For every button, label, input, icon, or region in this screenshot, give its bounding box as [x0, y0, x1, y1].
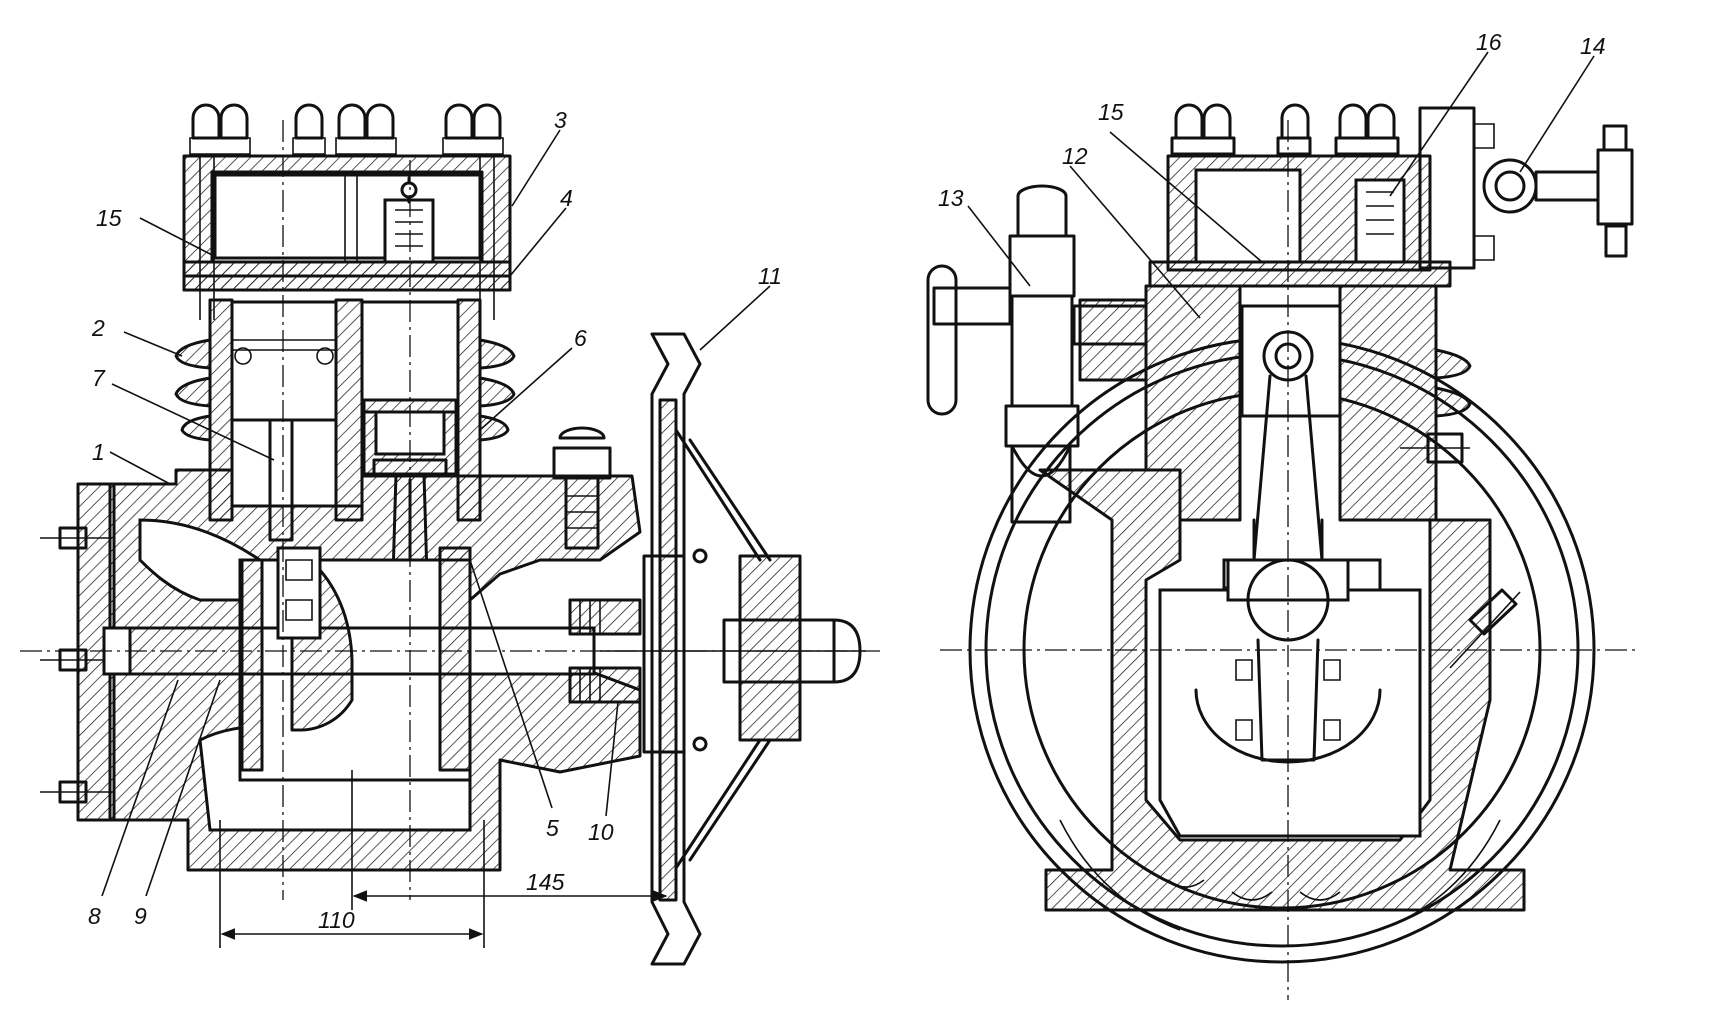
label-15-left: 15	[96, 205, 122, 231]
dimension-110-text: 110	[318, 907, 355, 933]
head-cap-nuts-right	[1170, 103, 1400, 156]
head-cap-nuts	[189, 103, 504, 155]
centre-lines	[20, 120, 880, 900]
cooling-fins	[174, 338, 516, 442]
label-11: 11	[758, 263, 782, 289]
label-7: 7	[92, 365, 106, 391]
v-belt-pulley	[600, 332, 866, 966]
valve-assembly	[344, 171, 435, 264]
centre-lines-right	[940, 120, 1640, 1000]
label-13: 13	[938, 185, 964, 211]
transverse-section-view: 13 12 15 16 14	[926, 29, 1640, 1000]
cooling-fins-right	[1434, 348, 1472, 418]
service-valve-14	[1418, 106, 1634, 270]
label-3: 3	[554, 107, 567, 133]
label-16: 16	[1476, 29, 1502, 55]
label-15-right: 15	[1098, 99, 1124, 125]
dimension-145-text: 145	[526, 869, 565, 895]
label-10: 10	[588, 819, 614, 845]
mount-bolt-right	[1400, 432, 1470, 464]
leader-lines-left	[101, 129, 771, 897]
label-4: 4	[560, 185, 573, 211]
label-2: 2	[91, 315, 105, 341]
longitudinal-section-view: 110 145 15 2 7 1 3	[20, 103, 880, 966]
crankcase-side-bolt	[1449, 588, 1521, 669]
piston-and-rod-right	[1240, 304, 1342, 562]
head-bolts	[199, 154, 495, 320]
label-9: 9	[134, 903, 147, 929]
leader-lines-right	[967, 51, 1595, 319]
crankshaft	[102, 546, 596, 772]
label-5: 5	[546, 815, 559, 841]
piston-left	[230, 300, 338, 542]
label-6: 6	[574, 325, 587, 351]
oil-filler-plug	[552, 426, 612, 550]
label-12: 12	[1062, 143, 1088, 169]
dimension-110: 110	[219, 820, 485, 948]
label-14: 14	[1580, 33, 1606, 59]
part-labels-right: 13 12 15 16 14	[938, 29, 1606, 211]
dimension-145: 145	[351, 770, 668, 910]
part-labels-left: 15 2 7 1 3 4 6 11 5 10 8 9	[88, 107, 782, 929]
crankcase-right	[1038, 468, 1526, 912]
label-1: 1	[92, 439, 105, 465]
label-8: 8	[88, 903, 101, 929]
